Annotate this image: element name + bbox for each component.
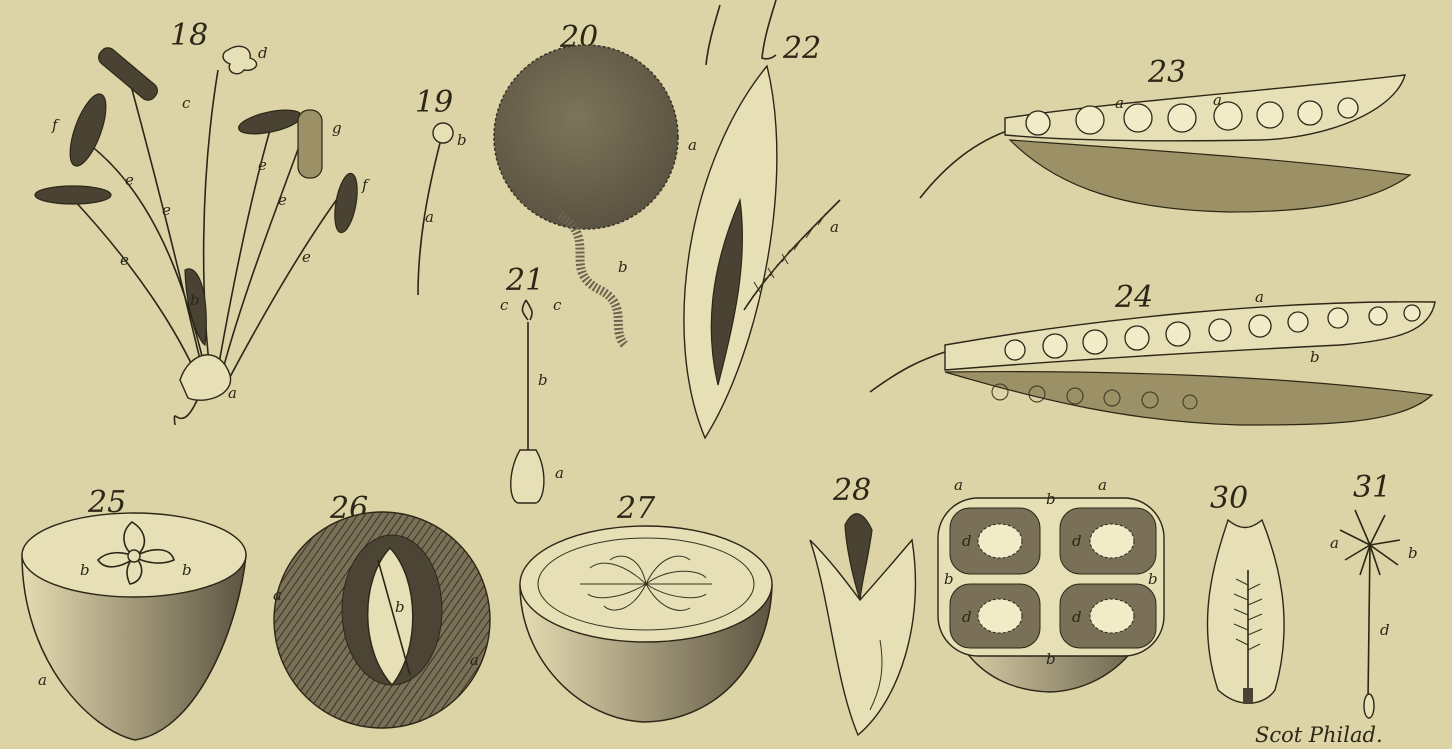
figure-label: a: [1213, 91, 1222, 109]
figure-label: b: [1046, 650, 1056, 668]
figure-30-seed-capsule: 30: [1207, 481, 1284, 704]
figure-number: 24: [1114, 280, 1153, 315]
figure-label: c: [553, 296, 562, 314]
figure-label: b: [457, 131, 467, 149]
figure-label: d: [1072, 532, 1082, 550]
figure-number: 21: [505, 263, 544, 298]
figure-label: b: [1148, 570, 1158, 588]
figure-26-fruit-section: 26 b a a: [273, 491, 490, 728]
figure-label: b: [538, 371, 548, 389]
figure-number: 22: [782, 31, 821, 66]
figure-label: b: [1046, 490, 1056, 508]
figure-label: e: [258, 156, 267, 174]
figure-label: b: [395, 598, 405, 616]
figure-label: g: [332, 119, 342, 137]
figure-label: d: [1072, 608, 1082, 626]
figure-label: a: [38, 671, 47, 689]
figure-number: 23: [1147, 55, 1186, 90]
figure-label: a: [954, 476, 963, 494]
figure-25-apple-section: 25 b b a: [22, 485, 246, 740]
figure-21-pistil: 21 c c b a: [500, 263, 564, 503]
figure-label: a: [228, 384, 237, 402]
figure-label: e: [120, 251, 129, 269]
figure-19-stigma: 19 b a: [415, 85, 467, 295]
figure-label: a: [273, 586, 282, 604]
figure-label: a: [1098, 476, 1107, 494]
engraver-signature: Scot Philad.: [1255, 723, 1383, 747]
figure-label: b: [80, 561, 90, 579]
figure-label: b: [618, 258, 628, 276]
figure-label: a: [470, 651, 479, 669]
figure-number: 30: [1210, 481, 1248, 516]
figure-label: a: [830, 218, 839, 236]
figure-label: b: [182, 561, 192, 579]
figure-31-feathery-seed: 31 a b d: [1330, 470, 1418, 718]
figure-label: a: [425, 208, 434, 226]
figure-22-open-leaf-pod: 22 a: [684, 31, 840, 438]
decorative-stroke: [706, 5, 720, 65]
figure-label: e: [278, 191, 287, 209]
figure-number: 19: [415, 85, 453, 120]
figure-23-legume-pod: 23 a a: [920, 55, 1410, 212]
figure-number: 27: [616, 491, 656, 526]
decorative-stroke: [762, 0, 776, 59]
figure-label: e: [302, 248, 311, 266]
figure-label: a: [1255, 288, 1264, 306]
figure-label: d: [1380, 621, 1390, 639]
figure-label: f: [361, 176, 370, 194]
figure-label: a: [1115, 94, 1124, 112]
figure-label: a: [555, 464, 564, 482]
figure-label: c: [500, 296, 509, 314]
figure-number: 31: [1353, 470, 1391, 505]
figure-label: e: [125, 171, 134, 189]
figure-label: d: [258, 44, 268, 62]
figure-27-orange-section: 27: [520, 491, 772, 722]
figure-label: c: [182, 94, 191, 112]
figure-18-stamens: 18 a b c d e e e e e e f f g: [35, 18, 370, 425]
figure-label: d: [962, 532, 972, 550]
figure-24-legume-pod: 24 a b: [870, 280, 1435, 425]
figure-label: f: [51, 116, 60, 134]
figure-label: b: [190, 291, 200, 309]
figure-29-four-cell-fruit: 29 a a b b b b d d d d: [938, 476, 1164, 692]
figure-label: b: [1310, 348, 1320, 366]
figure-number: 18: [170, 18, 208, 53]
figure-28-split-capsule: 28: [810, 473, 915, 735]
figure-label: d: [962, 608, 972, 626]
figure-label: b: [1408, 544, 1418, 562]
figure-label: e: [162, 201, 171, 219]
figure-number: 28: [832, 473, 871, 508]
figure-label: a: [1330, 534, 1339, 552]
figure-label: b: [944, 570, 954, 588]
figure-label: a: [688, 136, 697, 154]
